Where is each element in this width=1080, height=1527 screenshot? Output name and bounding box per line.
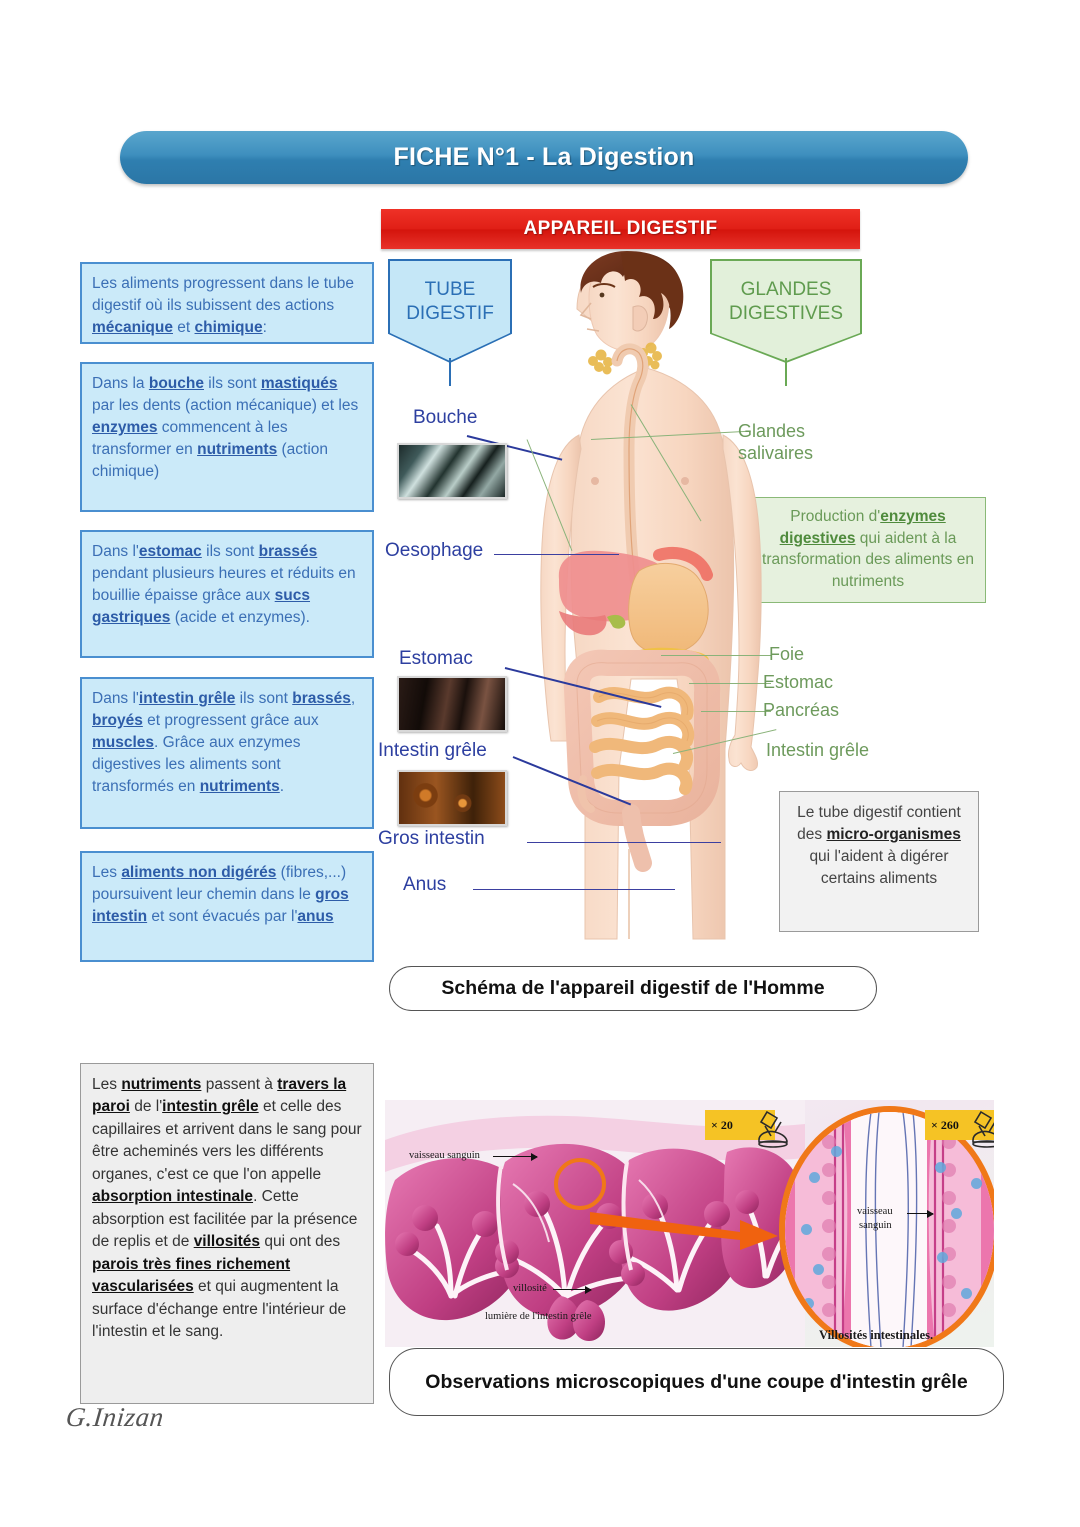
label-vaisseau-sanguin-x20: vaisseau sanguin	[409, 1150, 480, 1161]
goblet-cell	[935, 1162, 946, 1173]
label-villosite: villosité	[513, 1283, 547, 1294]
goblet-cell	[971, 1178, 982, 1189]
note-aliments-non-digeres: Les aliments non digérés (fibres,...) po…	[80, 851, 374, 962]
goblet-cell	[831, 1146, 842, 1157]
anatomy-diagram	[381, 249, 860, 964]
note-intestin-grele: Dans l'intestin grêle ils sont brassés, …	[80, 677, 374, 829]
note-absorption-intestinale: Les nutriments passent à travers la paro…	[80, 1063, 374, 1404]
leader-estomac-glande	[689, 683, 771, 684]
micrograph-estomac	[397, 676, 507, 732]
magnification-x260-label: × 260	[931, 1117, 959, 1132]
region-of-interest-circle	[554, 1158, 606, 1210]
note-aliments-progressent: Les aliments progressent dans le tube di…	[80, 262, 374, 344]
label-villosites-intestinales: Villosités intestinales.	[819, 1328, 934, 1342]
label-pancreas: Pancréas	[763, 700, 840, 720]
leader-anus	[473, 889, 675, 890]
section-header-appareil-digestif: APPAREIL DIGESTIF	[381, 209, 860, 249]
zoomed-villi-x260: vaisseau sanguin	[779, 1106, 994, 1347]
label-anus: Anus	[400, 874, 450, 896]
section-header-label: APPAREIL DIGESTIF	[523, 218, 718, 239]
micrograph-intestin	[397, 770, 507, 826]
arrow-vaisseau-zoom	[907, 1210, 934, 1218]
label-glandes-salivaires-line2: salivaires	[738, 442, 814, 463]
caption-schema-appareil-digestif: Schéma de l'appareil digestif de l'Homme	[389, 966, 877, 1011]
microscopy-panel: vaisseau sanguin villosité lumière de l'…	[385, 1100, 994, 1347]
goblet-cell	[813, 1264, 824, 1275]
goblet-cell	[937, 1252, 948, 1263]
leader-oesophage	[494, 554, 619, 555]
intestinal-section-svg	[385, 1100, 805, 1347]
leader-foie-2	[661, 655, 771, 656]
callout-tube-line1: TUBE	[424, 278, 476, 300]
label-foie: Foie	[769, 644, 805, 664]
goblet-cell	[809, 1172, 820, 1183]
micrograph-bouche	[397, 443, 507, 499]
arrow-villosite	[553, 1286, 592, 1294]
label-estomac-glande: Estomac	[763, 672, 834, 692]
label-glandes-salivaires-line1: Glandes	[738, 421, 806, 441]
label-lumiere-intestin: lumière de l'intestin grêle	[485, 1311, 592, 1322]
caption-schema-text: Schéma de l'appareil digestif de l'Homme	[441, 977, 825, 999]
note-bouche: Dans la bouche ils sont mastiqués par le…	[80, 362, 374, 512]
goblet-cell	[803, 1298, 814, 1309]
leader-gros-intestin	[527, 842, 721, 843]
note-estomac: Dans l'estomac ils sont brassés pendant …	[80, 530, 374, 658]
label-gros-intestin: Gros intestin	[375, 828, 488, 850]
author-signature: G.Inizan	[64, 1402, 166, 1432]
magnification-badge-x20: × 20	[705, 1110, 775, 1140]
microscope-icon	[972, 1110, 994, 1148]
note-enzymes-digestives: Production d'enzymes digestives qui aide…	[750, 497, 986, 603]
arrow-vaisseau-sanguin-x20	[493, 1153, 538, 1161]
caption-observations-microscopiques: Observations microscopiques d'une coupe …	[389, 1348, 1004, 1416]
human-body-illustration	[540, 251, 762, 940]
goblet-cell	[951, 1208, 962, 1219]
label-vaisseau-zoom-line2: sanguin	[859, 1220, 892, 1231]
magnification-badge-x260: × 260	[925, 1110, 994, 1140]
callout-glandes-line2: DIGESTIVES	[728, 303, 844, 324]
page-title: FICHE N°1 - La Digestion	[393, 143, 695, 171]
label-vaisseau-zoom-line1: vaisseau	[857, 1206, 893, 1217]
callout-glandes-digestives: GLANDES DIGESTIVES	[710, 259, 862, 363]
callout-glandes-line1: GLANDES	[740, 278, 832, 300]
label-estomac: Estomac	[396, 648, 476, 670]
label-bouche: Bouche	[410, 407, 481, 429]
zoom-arrow	[590, 1212, 778, 1250]
goblet-cell	[801, 1224, 812, 1235]
leader-pancreas	[701, 711, 771, 712]
tissue-section-x20: vaisseau sanguin villosité lumière de l'…	[385, 1100, 805, 1347]
glandes-digestives-stem	[785, 358, 787, 386]
page-title-banner: FICHE N°1 - La Digestion	[120, 131, 968, 184]
microscope-icon	[758, 1110, 788, 1148]
caption-microscopy-text: Observations microscopiques d'une coupe …	[425, 1370, 968, 1393]
note-micro-organismes: Le tube digestif contient des micro-orga…	[779, 791, 979, 932]
callout-tube-line2: DIGESTIF	[406, 303, 494, 324]
tube-digestif-stem	[449, 358, 451, 386]
goblet-cell	[961, 1288, 972, 1299]
label-glandes-salivaires: Glandes salivaires	[738, 421, 813, 464]
magnification-x20-label: × 20	[711, 1117, 733, 1132]
label-oesophage: Oesophage	[382, 540, 487, 562]
label-intestin-grele-glande: Intestin grêle	[766, 740, 870, 760]
label-intestin-grele: Intestin grêle	[375, 740, 490, 762]
